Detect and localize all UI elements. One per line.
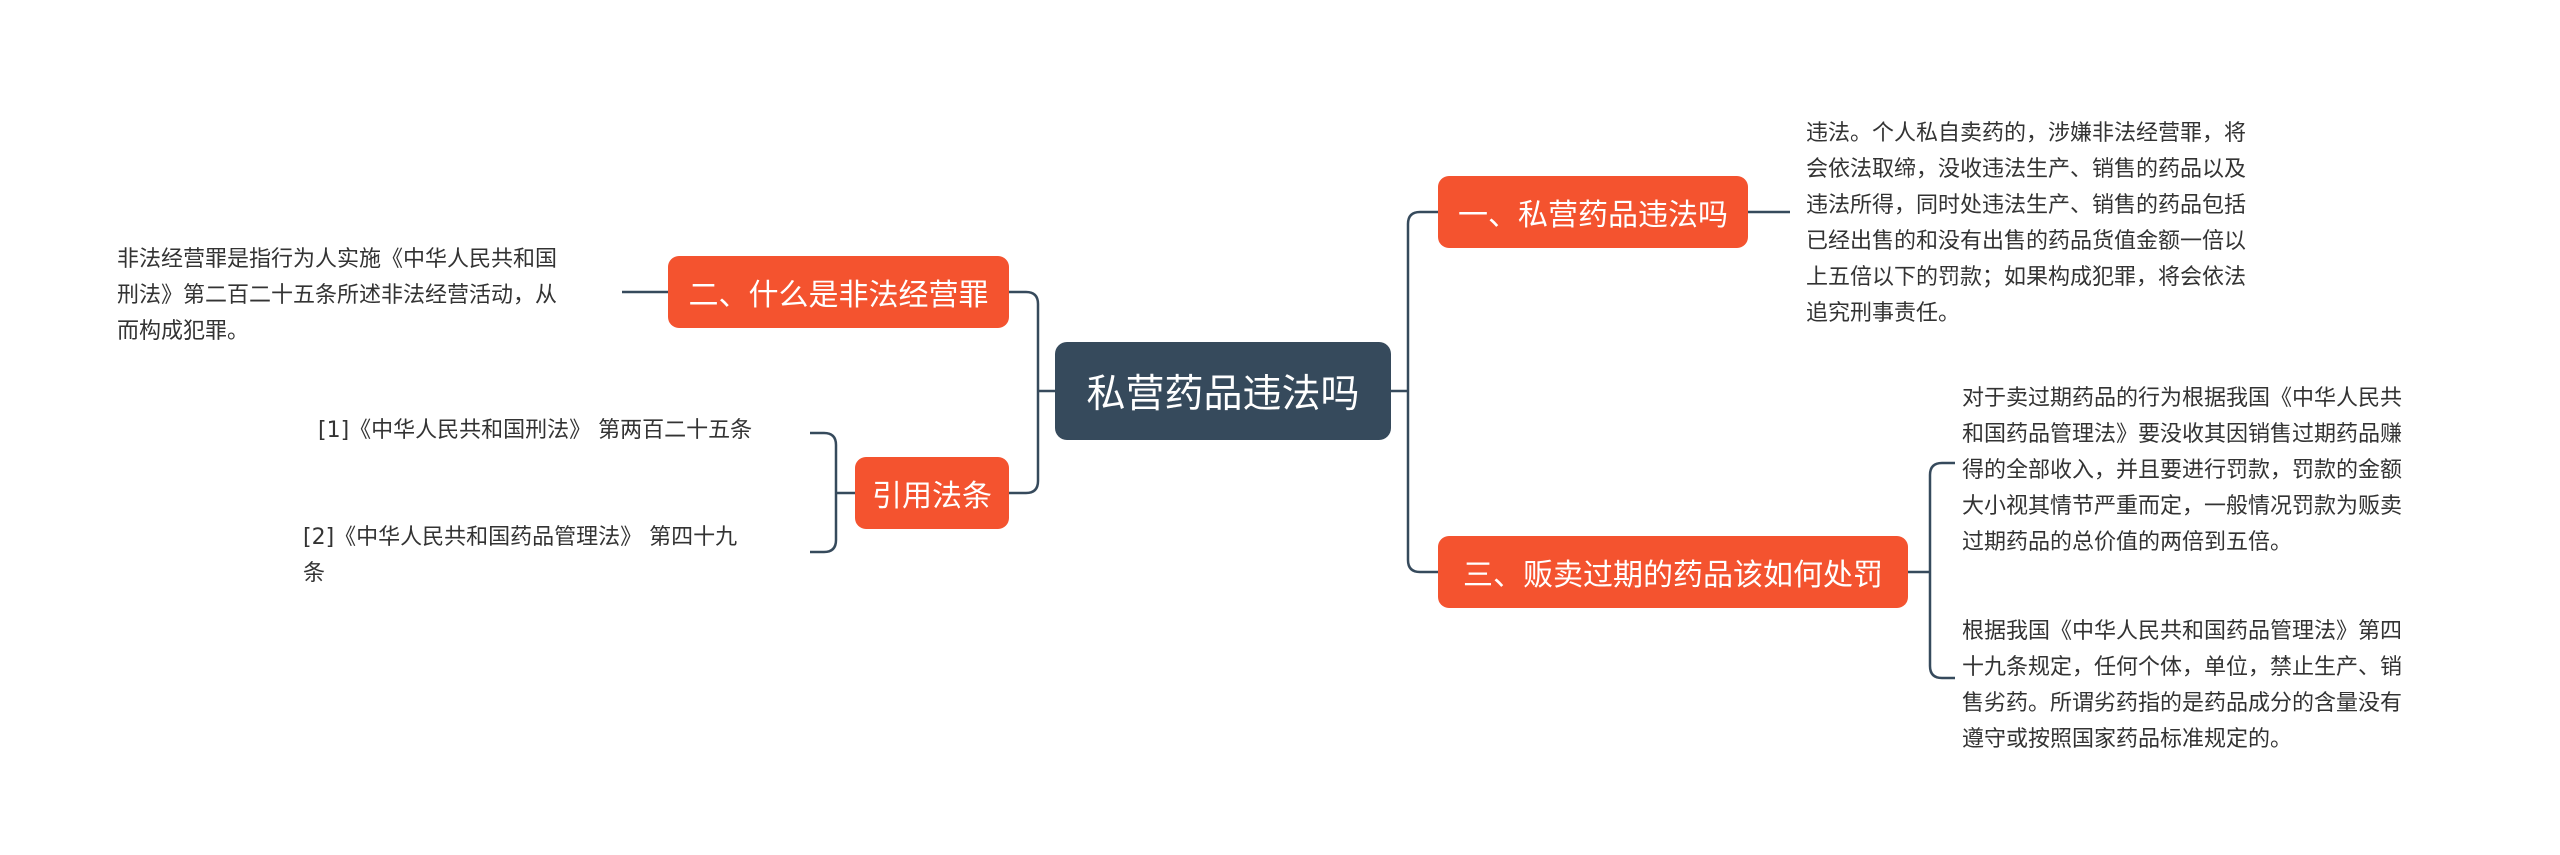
branch-illegal-label: 一、私营药品违法吗 (1458, 198, 1728, 233)
branch-expired-label: 三、贩卖过期的药品该如何处罚 (1463, 558, 1883, 593)
law-item-2[interactable]: [2]《中华人民共和国药品管理法》 第四十九 条 (303, 520, 737, 592)
branch-laws-label: 引用法条 (872, 479, 992, 514)
connector-to-branch-illegal (1406, 210, 1438, 391)
connector-expired-detail-1 (1928, 461, 1955, 572)
root-topic-label: 私营药品违法吗 (1086, 372, 1360, 417)
connector-to-branch-crime (1009, 290, 1040, 391)
connector-to-branch-expired (1406, 391, 1438, 574)
detail-line: 刑法》第二百二十五条所述非法经营活动，从 (117, 283, 558, 308)
branch-crime[interactable]: 二、什么是非法经营罪 (668, 256, 1009, 328)
connector-to-branch-laws (1009, 391, 1040, 495)
detail-expired-1[interactable]: 对于卖过期药品的行为根据我国《中华人民共 和国药品管理法》要没收其因销售过期药品… (1962, 381, 2402, 561)
root-topic[interactable]: 私营药品违法吗 (1055, 342, 1391, 440)
detail-line: 违法。个人私自卖药的，涉嫌非法经营罪，将 (1806, 121, 2247, 146)
detail-line: 遵守或按照国家药品标准规定的。 (1962, 727, 2293, 752)
branch-crime-label: 二、什么是非法经营罪 (688, 278, 989, 313)
detail-line: 会依法取缔，没收违法生产、销售的药品以及 (1806, 157, 2247, 182)
branch-laws[interactable]: 引用法条 (855, 457, 1009, 529)
connector-expired-detail-2 (1928, 572, 1955, 680)
detail-line: 非法经营罪是指行为人实施《中华人民共和国 (117, 247, 558, 272)
detail-expired-2[interactable]: 根据我国《中华人民共和国药品管理法》第四 十九条规定，任何个体，单位，禁止生产、… (1962, 614, 2402, 758)
detail-line: 过期药品的总价值的两倍到五倍。 (1962, 530, 2293, 555)
detail-illegal[interactable]: 违法。个人私自卖药的，涉嫌非法经营罪，将 会依法取缔，没收违法生产、销售的药品以… (1806, 116, 2246, 332)
detail-line: 十九条规定，任何个体，单位，禁止生产、销 (1962, 655, 2403, 680)
law-item-line: [2]《中华人民共和国药品管理法》 第四十九 (303, 525, 738, 550)
detail-line: 大小视其情节严重而定，一般情况罚款为贩卖 (1962, 494, 2403, 519)
branch-illegal[interactable]: 一、私营药品违法吗 (1438, 176, 1748, 248)
law-item-line: [1]《中华人民共和国刑法》 第两百二十五条 (318, 418, 753, 443)
detail-line: 违法所得，同时处违法生产、销售的药品包括 (1806, 193, 2247, 218)
detail-line: 售劣药。所谓劣药指的是药品成分的含量没有 (1962, 691, 2403, 716)
detail-line: 和国药品管理法》要没收其因销售过期药品赚 (1962, 422, 2403, 447)
detail-line: 而构成犯罪。 (117, 319, 250, 344)
connector-laws-item-2 (810, 493, 838, 554)
detail-line: 根据我国《中华人民共和国药品管理法》第四 (1962, 619, 2403, 644)
detail-line: 得的全部收入，并且要进行罚款，罚款的金额 (1962, 458, 2403, 483)
branch-expired[interactable]: 三、贩卖过期的药品该如何处罚 (1438, 536, 1908, 608)
detail-line: 对于卖过期药品的行为根据我国《中华人民共 (1962, 386, 2403, 411)
detail-crime[interactable]: 非法经营罪是指行为人实施《中华人民共和国 刑法》第二百二十五条所述非法经营活动，… (117, 242, 557, 350)
connector-laws-item-1 (810, 431, 838, 493)
law-item-line: 条 (303, 561, 326, 586)
detail-line: 已经出售的和没有出售的药品货值金额一倍以 (1806, 229, 2247, 254)
detail-line: 追究刑事责任。 (1806, 301, 1961, 326)
detail-line: 上五倍以下的罚款；如果构成犯罪，将会依法 (1806, 265, 2247, 290)
law-item-1[interactable]: [1]《中华人民共和国刑法》 第两百二十五条 (318, 413, 752, 449)
